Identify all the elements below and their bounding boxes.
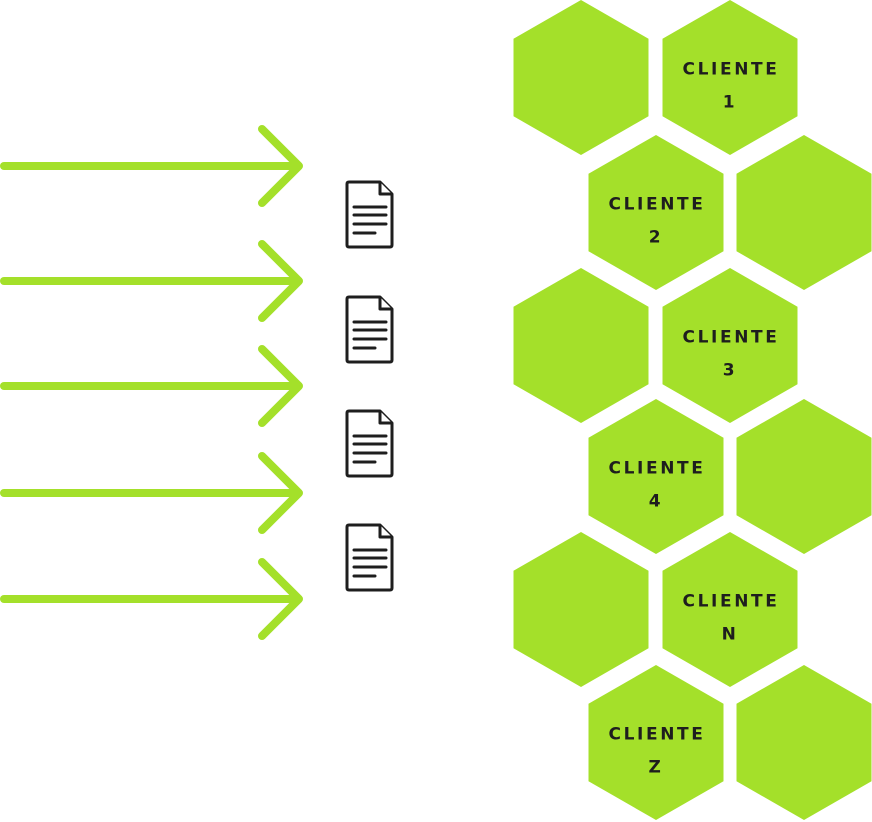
- arrow-right-icon: [0, 345, 303, 427]
- arrow-head: [258, 452, 303, 534]
- arrow-head: [258, 345, 303, 427]
- document-fold: [378, 297, 392, 311]
- hexagon-shape: [662, 0, 798, 155]
- empty-hexagon: [513, 0, 649, 155]
- client-label: CLIENTE: [683, 60, 780, 80]
- client-id: 2: [649, 228, 663, 248]
- empty-hexagon: [736, 399, 872, 554]
- client-label: CLIENTE: [683, 592, 780, 612]
- arrow-head: [258, 558, 303, 640]
- arrow-head: [258, 240, 303, 322]
- client-label: CLIENTE: [683, 328, 780, 348]
- hexagon-shape: [588, 665, 724, 820]
- client-id: N: [722, 625, 739, 645]
- document-icon: [345, 409, 394, 478]
- client-label: CLIENTE: [609, 195, 706, 215]
- hexagon-shape: [736, 135, 872, 290]
- client-label: CLIENTE: [609, 459, 706, 479]
- empty-hexagon: [513, 532, 649, 687]
- hexagon-grid: CLIENTE1CLIENTE2CLIENTE3CLIENTE4CLIENTEN…: [513, 0, 872, 820]
- empty-hexagon: [513, 268, 649, 423]
- hexagon-shape: [736, 399, 872, 554]
- client-hexagon: CLIENTE 1: [662, 0, 798, 155]
- client-id: 3: [723, 361, 737, 381]
- hexagon-shape: [588, 399, 724, 554]
- document-fold: [378, 182, 392, 196]
- empty-hexagon: [736, 135, 872, 290]
- client-hexagon: CLIENTE Z: [588, 665, 724, 820]
- hexagon-shape: [588, 135, 724, 290]
- documents-group: [345, 180, 394, 592]
- hexagon-shape: [513, 0, 649, 155]
- empty-hexagon: [736, 665, 872, 820]
- hexagon-shape: [736, 665, 872, 820]
- hexagon-shape: [513, 268, 649, 423]
- client-hexagon: CLIENTE 4: [588, 399, 724, 554]
- document-icon: [345, 523, 394, 592]
- client-label: CLIENTE: [609, 725, 706, 745]
- arrows-group: [0, 125, 303, 640]
- document-icon: [345, 295, 394, 364]
- client-hexagon: CLIENTE 2: [588, 135, 724, 290]
- hexagon-shape: [513, 532, 649, 687]
- client-hexagon: CLIENTE 3: [662, 268, 798, 423]
- arrow-right-icon: [0, 558, 303, 640]
- arrow-right-icon: [0, 240, 303, 322]
- client-hexagon: CLIENTE N: [662, 532, 798, 687]
- hexagon-shape: [662, 268, 798, 423]
- document-icon: [345, 180, 394, 249]
- arrow-right-icon: [0, 452, 303, 534]
- hexagon-shape: [662, 532, 798, 687]
- client-id: Z: [649, 758, 664, 778]
- client-id: 1: [723, 93, 737, 113]
- arrow-right-icon: [0, 125, 303, 207]
- document-fold: [378, 525, 392, 539]
- client-id: 4: [649, 492, 663, 512]
- arrow-head: [258, 125, 303, 207]
- document-fold: [378, 411, 392, 425]
